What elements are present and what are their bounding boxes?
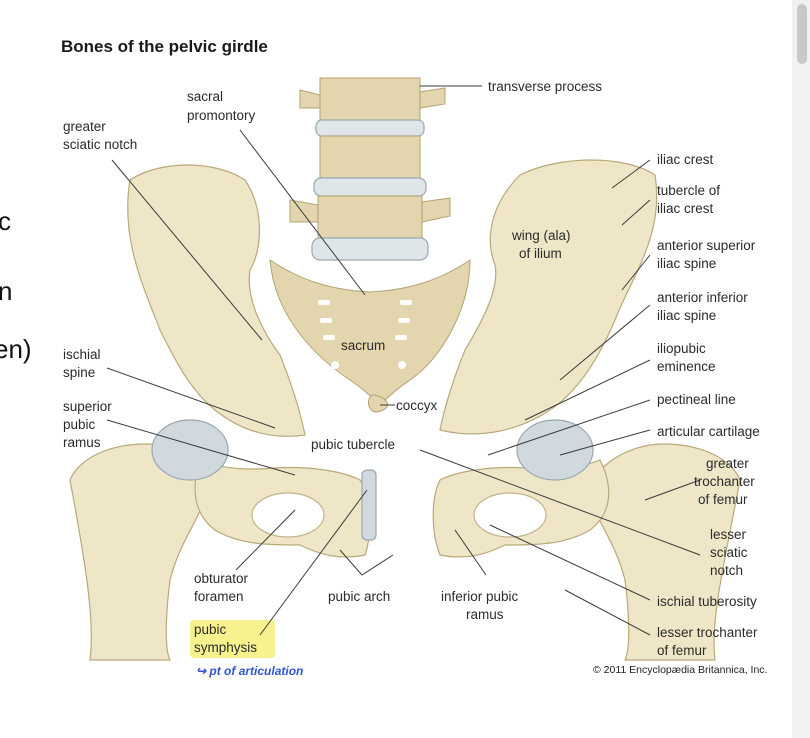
label-inferior-pubic-ramus-1: inferior pubic [441,589,519,604]
label-wing-of-ilium-1: wing (ala) [511,228,571,243]
label-lesser-sciatic-notch-1: lesser [710,527,747,542]
label-greater-trochanter-3: of femur [698,492,748,507]
left-fragment-1: c [0,206,11,236]
left-ilium [127,164,306,437]
labels: transverse process sacral promontory gre… [63,79,760,658]
right-obturator-foramen [473,492,547,538]
label-iliopubic-eminence-1: iliopubic [657,341,706,356]
left-fragment-2: n [0,276,12,306]
right-ilium [439,159,658,435]
label-iliopubic-eminence-2: eminence [657,359,716,374]
label-pubic-arch: pubic arch [328,589,390,604]
label-superior-pubic-ramus-1: superior [63,399,112,414]
pelvis-illustration [69,77,741,661]
sacrum-bone [269,259,471,406]
label-inferior-pubic-ramus-2: ramus [466,607,504,622]
label-greater-sciatic-notch-1: greater [63,119,106,134]
label-sacral-promontory-2: promontory [187,108,256,123]
label-ischial-spine-1: ischial [63,347,101,362]
label-asis-1: anterior superior [657,238,756,253]
right-articular-cartilage [516,419,594,481]
label-obturator-foramen-1: obturator [194,571,249,586]
label-aiis-1: anterior inferior [657,290,748,305]
label-greater-trochanter-1: greater [706,456,749,471]
label-articular-cartilage: articular cartilage [657,424,760,439]
label-transverse-process: transverse process [488,79,602,94]
lumbar-vertebra-3 [317,195,423,239]
label-greater-sciatic-notch-2: sciatic notch [63,137,137,152]
label-coccyx: coccyx [396,398,438,413]
lumbar-vertebra-3-transverse [289,197,451,223]
label-asis-2: iliac spine [657,256,716,271]
label-lesser-sciatic-notch-3: notch [710,563,743,578]
label-lesser-trochanter-2: of femur [657,643,707,658]
label-pectineal-line: pectineal line [657,392,736,407]
scrollbar-thumb[interactable] [797,4,807,64]
diagram-title: Bones of the pelvic girdle [61,37,268,56]
left-articular-cartilage [151,419,229,481]
pubic-symphysis-cartilage [361,469,377,541]
label-tubercle-iliac-crest-2: iliac crest [657,201,714,216]
intervertebral-disc-1 [315,119,425,137]
label-pubic-tubercle: pubic tubercle [311,437,395,452]
left-obturator-foramen [251,492,325,538]
right-femur [589,443,741,661]
left-femur [69,443,206,661]
label-iliac-crest: iliac crest [657,152,714,167]
label-greater-trochanter-2: trochanter [694,474,755,489]
label-ischial-spine-2: spine [63,365,95,380]
label-sacral-promontory-1: sacral [187,89,223,104]
intervertebral-disc-2 [313,177,427,197]
sacral-foramina [318,300,412,369]
label-superior-pubic-ramus-3: ramus [63,435,101,450]
copyright-notice: © 2011 Encyclopædia Britannica, Inc. [593,664,767,676]
label-lesser-trochanter-1: lesser trochanter [657,625,758,640]
lumbar-vertebra-1 [319,77,421,121]
label-superior-pubic-ramus-2: pubic [63,417,96,432]
label-obturator-foramen-2: foramen [194,589,244,604]
label-pubic-symphysis-1: pubic [194,622,227,637]
pubic-symphysis-highlight [190,620,275,658]
label-lesser-sciatic-notch-2: sciatic [710,545,748,560]
vertical-scrollbar[interactable] [792,0,810,738]
label-ischial-tuberosity: ischial tuberosity [657,594,757,609]
label-pubic-symphysis-2: symphysis [194,640,257,655]
label-wing-of-ilium-2: of ilium [519,246,562,261]
lumbar-vertebra-2 [319,135,421,179]
label-tubercle-iliac-crest-1: tubercle of [657,183,720,198]
label-sacrum: sacrum [341,338,385,353]
intervertebral-disc-3 [311,237,429,261]
coccyx-bone [367,394,389,413]
handwritten-annotation: ↪ pt of articulation [196,664,303,678]
leader-lines [106,85,701,636]
lumbar-vertebra-transverse [299,87,446,109]
label-aiis-2: iliac spine [657,308,716,323]
left-fragment-3: en) [0,334,32,364]
